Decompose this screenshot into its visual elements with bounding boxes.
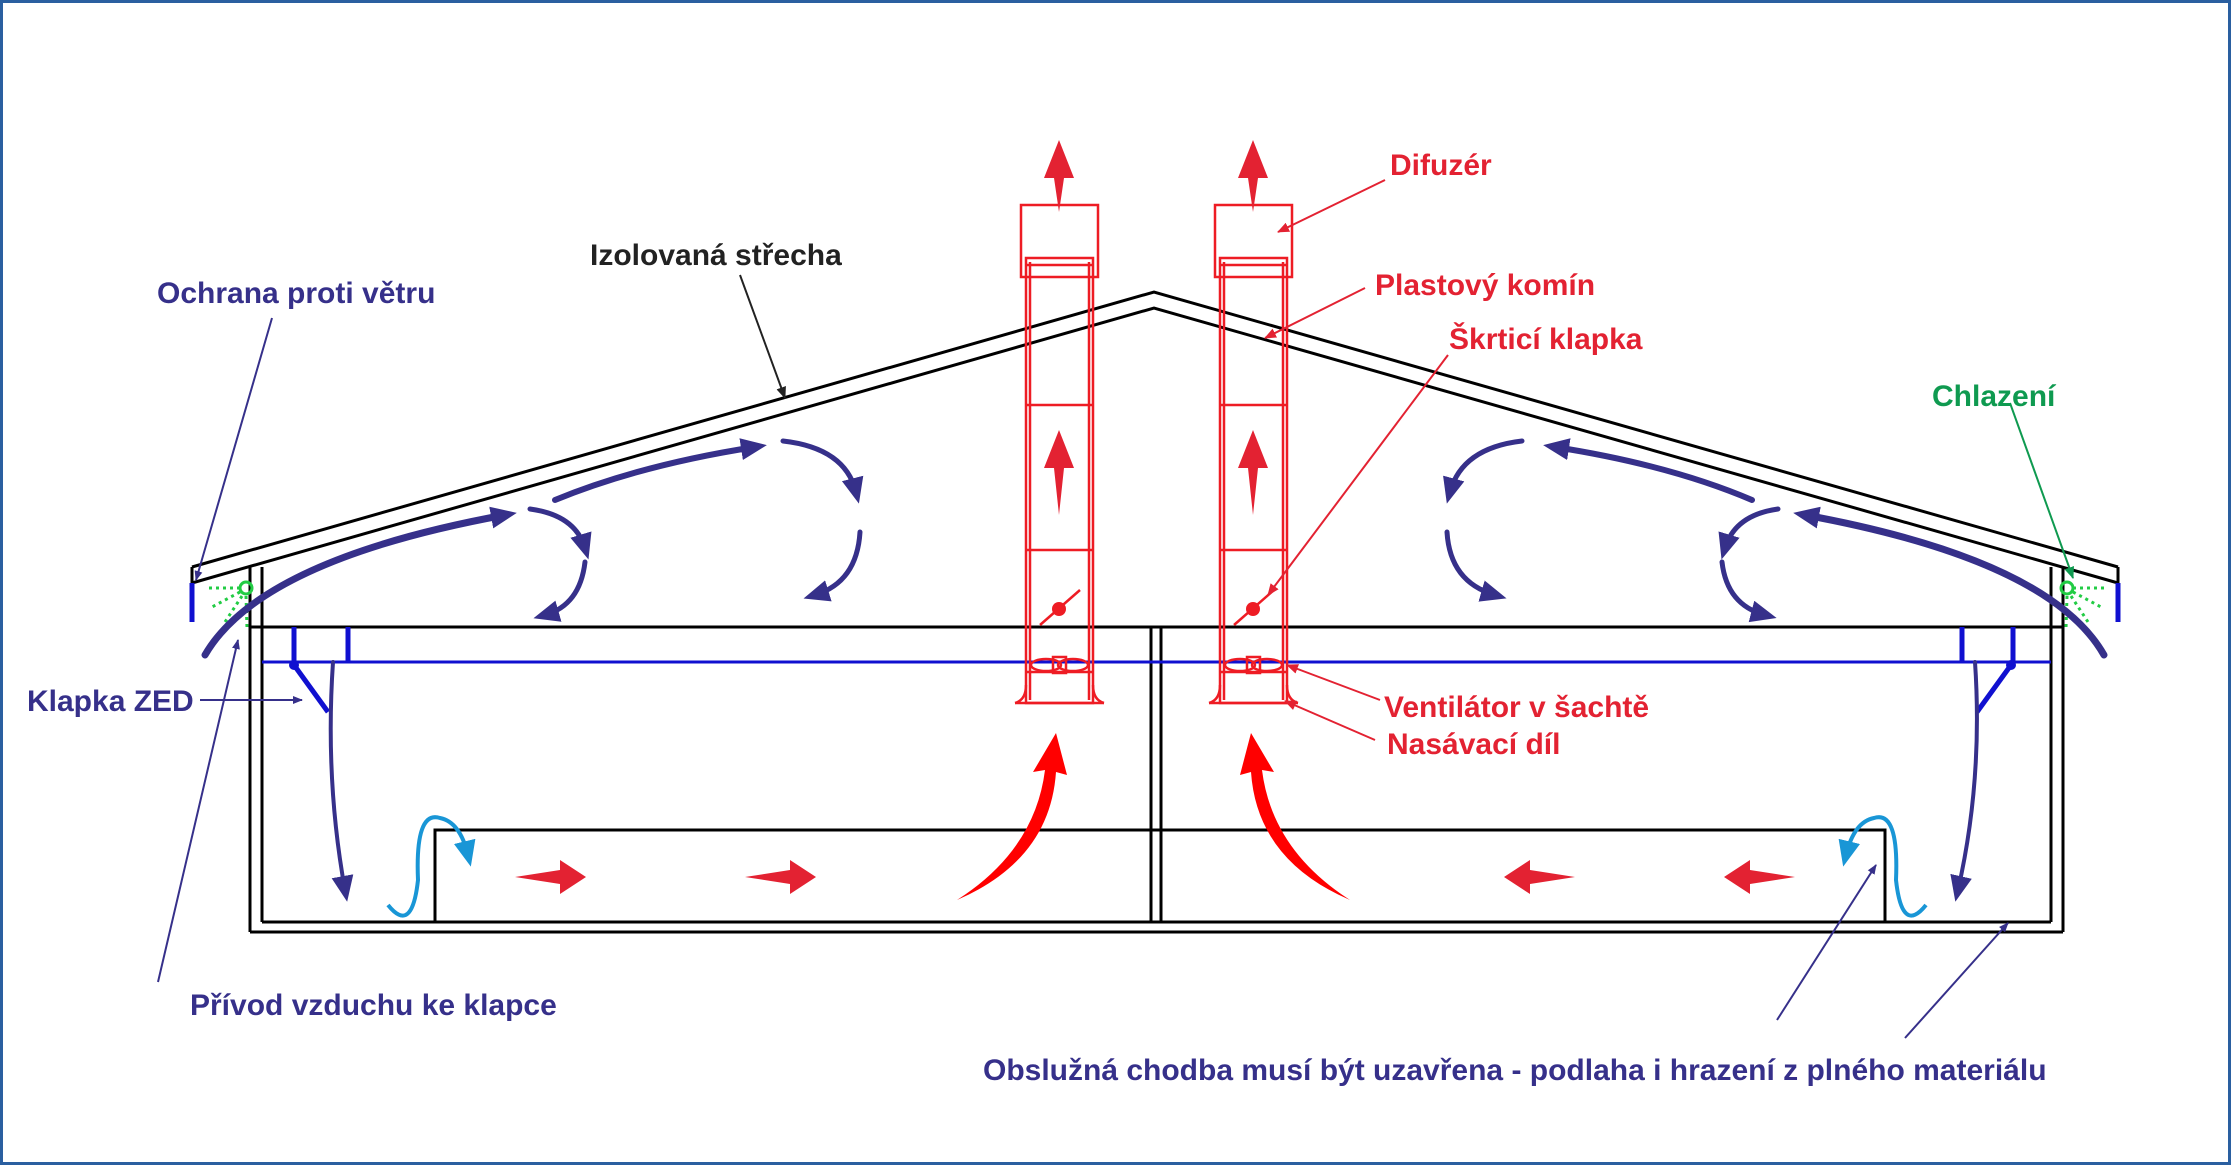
leader-air-supply bbox=[157, 639, 240, 983]
leader-lines bbox=[157, 179, 2074, 1039]
corridor-arrow-4 bbox=[1724, 860, 1795, 894]
corridor-arrow-2 bbox=[745, 860, 816, 894]
throttle-flap-pivot-left bbox=[1052, 602, 1066, 616]
exhaust-arrow-mid-left bbox=[1044, 430, 1074, 515]
exhaust-arrows bbox=[1044, 140, 1268, 515]
mixing-flow-left bbox=[386, 815, 476, 918]
leader-throttle-flap bbox=[1267, 354, 1449, 596]
descending-flow-left bbox=[328, 660, 354, 902]
zed-flap-left bbox=[289, 660, 331, 714]
exhaust-arrow-top-right bbox=[1238, 140, 1268, 212]
exhaust-arrow-mid-right bbox=[1238, 430, 1268, 515]
label-insulated-roof: Izolovaná střecha bbox=[590, 239, 842, 272]
mixing-flow-right bbox=[1838, 815, 1928, 918]
label-corridor-note: Obslužná chodba musí být uzavřena - podl… bbox=[983, 1054, 2047, 1087]
label-diffuser: Difuzér bbox=[1390, 149, 1492, 182]
corridor-arrow-1 bbox=[515, 860, 586, 894]
leader-insulated-roof bbox=[739, 274, 786, 399]
leader-fan bbox=[1286, 664, 1381, 701]
leader-plastic-chimney bbox=[1264, 287, 1366, 339]
attic-air-flow bbox=[201, 438, 2108, 902]
leader-cooling bbox=[2009, 402, 2074, 579]
mixing-flow bbox=[386, 815, 1928, 918]
leader-diffuser bbox=[1277, 179, 1386, 233]
leader-intake bbox=[1284, 700, 1376, 741]
corridor-flow-arrows bbox=[515, 860, 1795, 894]
leader-corridor-1 bbox=[1776, 864, 1877, 1021]
roof bbox=[190, 290, 2120, 585]
corridor-arrow-3 bbox=[1504, 860, 1575, 894]
building-structure bbox=[248, 567, 2065, 934]
leader-wind-protection bbox=[194, 317, 273, 581]
label-intake-part: Nasávací díl bbox=[1387, 728, 1560, 761]
label-wind-protection: Ochrana proti větru bbox=[157, 277, 435, 310]
leader-corridor-2 bbox=[1904, 922, 2009, 1039]
throttle-flap-pivot-right bbox=[1246, 602, 1260, 616]
label-fan-in-shaft: Ventilátor v šachtě bbox=[1384, 691, 1649, 724]
chimney-right bbox=[1208, 203, 1299, 705]
label-throttle-flap: Škrticí klapka bbox=[1449, 322, 1643, 356]
intake-arrow-left bbox=[957, 733, 1067, 900]
label-plastic-chimney: Plastový komín bbox=[1375, 269, 1595, 302]
label-air-supply: Přívod vzduchu ke klapce bbox=[190, 989, 557, 1022]
descending-flow-right bbox=[1950, 660, 1979, 902]
flap-line bbox=[262, 627, 2051, 664]
wind-protection-boards bbox=[189, 583, 2121, 622]
intake-arrow-right bbox=[1240, 733, 1350, 900]
exhaust-arrow-top-left bbox=[1044, 140, 1074, 212]
eave-flow-right bbox=[1793, 506, 2108, 659]
eave-flow-left bbox=[201, 506, 517, 659]
cooling-nozzle-right bbox=[2059, 580, 2108, 629]
label-cooling: Chlazení bbox=[1932, 380, 2057, 413]
upper-flow-right bbox=[1543, 438, 1755, 503]
intake-arrows bbox=[957, 733, 1350, 900]
zed-flap-right bbox=[1974, 660, 2016, 714]
label-flap-zed: Klapka ZED bbox=[27, 685, 194, 718]
upper-flow-left bbox=[552, 438, 767, 503]
